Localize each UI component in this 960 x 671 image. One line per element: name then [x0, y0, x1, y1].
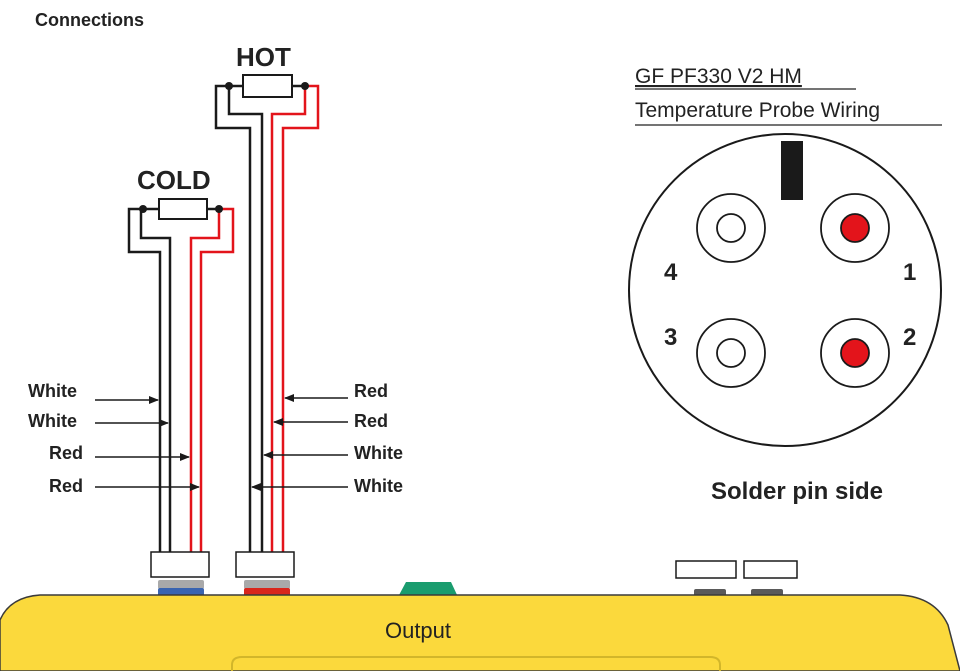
pinout-title-line2: Temperature Probe Wiring [635, 99, 880, 122]
hot-resistor [242, 74, 293, 98]
pin-4 [716, 213, 746, 243]
aux-connector-left-outline [675, 560, 737, 579]
aux-connector-right-outline [743, 560, 798, 579]
cold-label: COLD [137, 165, 211, 195]
pin-2 [840, 338, 870, 368]
connections-title: Connections [35, 10, 144, 30]
device-body [0, 594, 960, 671]
wire-label-left-3: Red [49, 443, 83, 463]
left-wire-labels: White White Red Red [28, 381, 200, 496]
pinout-caption: Solder pin side [711, 478, 883, 505]
wire-label-left-4: Red [49, 476, 83, 496]
pinout-title-line1: GF PF330 V2 HM [635, 65, 802, 88]
right-wire-labels: Red Red White White [251, 381, 403, 496]
pin-1 [840, 213, 870, 243]
pin-number-3: 3 [664, 324, 677, 351]
wire-label-right-3: White [354, 443, 403, 463]
output-label: Output [385, 618, 451, 643]
pin-number-4: 4 [664, 259, 678, 286]
device: Output [0, 560, 960, 671]
wire-label-right-4: White [354, 476, 403, 496]
pin-number-1: 1 [903, 259, 916, 286]
cold-connector [150, 551, 210, 578]
connector-key [781, 141, 803, 200]
cold-resistor [158, 198, 208, 220]
cold-plug-gray [158, 580, 204, 589]
wire-label-left-1: White [28, 381, 77, 401]
hot-connector [235, 551, 295, 578]
cold-probe: COLD [127, 165, 235, 578]
hot-label: HOT [236, 42, 291, 72]
pinout-diagram: GF PF330 V2 HM Temperature Probe Wiring … [628, 65, 942, 505]
green-connector [398, 582, 458, 597]
pin-3 [716, 338, 746, 368]
wire-label-right-1: Red [354, 381, 388, 401]
device-screen-bezel [231, 656, 721, 671]
pin-number-2: 2 [903, 324, 916, 351]
hot-probe: HOT [214, 42, 320, 578]
wire-label-right-2: Red [354, 411, 388, 431]
wire-label-left-2: White [28, 411, 77, 431]
hot-plug-gray [244, 580, 290, 589]
